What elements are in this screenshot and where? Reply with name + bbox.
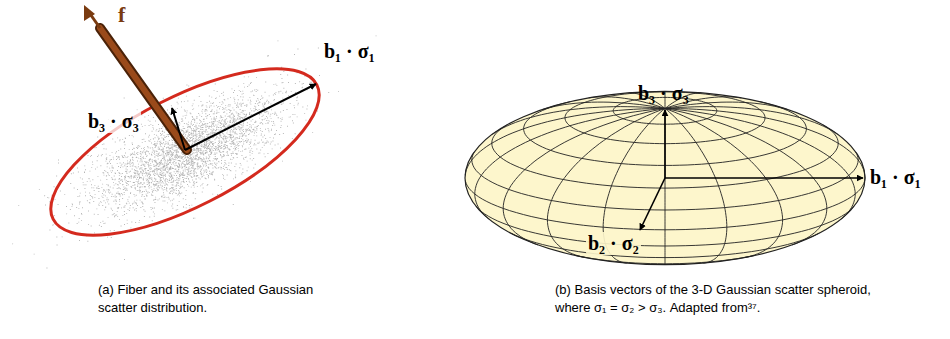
basis-arrow [640,178,665,230]
scatter-dots [12,35,376,268]
vector-label: b₂ · σ₂ [586,232,641,255]
vector-label: b₁ · σ₁ [322,40,377,63]
subcaption: (b) Basis vectors of the 3-D Gaussian sc… [555,281,885,316]
basis-arrow [664,110,666,178]
scatter-cloud [12,35,376,268]
basis-arrow [172,108,185,150]
basis-arrow [185,84,316,150]
basis-arrow [665,177,863,179]
spheroid [465,91,865,264]
subcaption: (a) Fiber and its associated Gaussian sc… [98,281,353,316]
vector-label: b₁ · σ₁ [868,166,923,189]
spheroid-body [465,91,865,264]
fiber [84,5,187,150]
spheroid-wireframe [465,91,865,264]
vector-label: b₃ · σ₃ [636,82,691,105]
vector-label: b₃ · σ₃ [86,110,141,133]
fiber-label: f [118,2,125,27]
